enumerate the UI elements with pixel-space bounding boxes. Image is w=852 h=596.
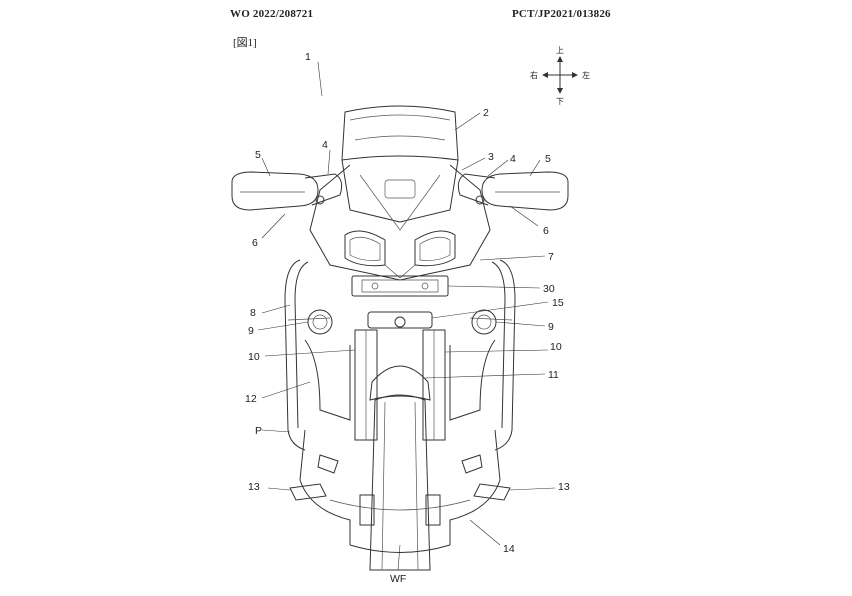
direction-right-label: 右 <box>530 70 538 80</box>
direction-left-label: 左 <box>582 70 590 80</box>
right-handguard <box>457 171 569 211</box>
ref-9-left: 9 <box>248 325 254 337</box>
ref-11: 11 <box>548 369 559 381</box>
direction-indicator: 上 下 右 左 <box>530 46 590 106</box>
guard-pipe <box>284 259 516 451</box>
under-cover <box>299 429 501 553</box>
right-foot-step <box>473 483 511 501</box>
right-side-cover <box>449 339 496 421</box>
publication-number: WO 2022/208721 <box>230 8 314 20</box>
ref-14: 14 <box>503 543 515 555</box>
ref-9-right: 9 <box>548 321 554 333</box>
direction-down-label: 下 <box>556 97 564 106</box>
ref-6-left: 6 <box>252 237 258 249</box>
ref-7: 7 <box>548 251 554 263</box>
ref-4-right: 4 <box>510 153 516 165</box>
ref-13-left: 13 <box>248 481 260 493</box>
ref-5-right: 5 <box>545 153 551 165</box>
left-foot-step <box>289 483 327 501</box>
sensor-unit <box>351 275 449 297</box>
front-fork <box>354 311 446 441</box>
ref-15: 15 <box>552 297 564 309</box>
left-side-cover <box>304 339 351 421</box>
ref-13-right: 13 <box>558 481 570 493</box>
ref-10-left: 10 <box>248 351 260 363</box>
ref-WF: WF <box>390 573 406 585</box>
ref-P: P <box>255 425 262 437</box>
application-number: PCT/JP2021/013826 <box>512 8 611 20</box>
ref-1: 1 <box>305 51 311 63</box>
ref-4-left: 4 <box>322 139 328 151</box>
ref-10-right: 10 <box>550 341 562 353</box>
ref-2: 2 <box>483 107 489 119</box>
right-fog-lamp <box>471 309 497 335</box>
ref-8: 8 <box>250 307 256 319</box>
ref-6-right: 6 <box>543 225 549 237</box>
ref-30: 30 <box>543 283 555 295</box>
figure-label: [図1] <box>233 37 257 49</box>
left-handguard <box>231 171 343 211</box>
windscreen <box>341 105 459 223</box>
left-fog-lamp <box>307 309 333 335</box>
front-wheel <box>359 394 441 571</box>
direction-up-label: 上 <box>556 46 564 55</box>
ref-3: 3 <box>488 151 494 163</box>
ref-12: 12 <box>245 393 257 405</box>
ref-5-left: 5 <box>255 149 261 161</box>
